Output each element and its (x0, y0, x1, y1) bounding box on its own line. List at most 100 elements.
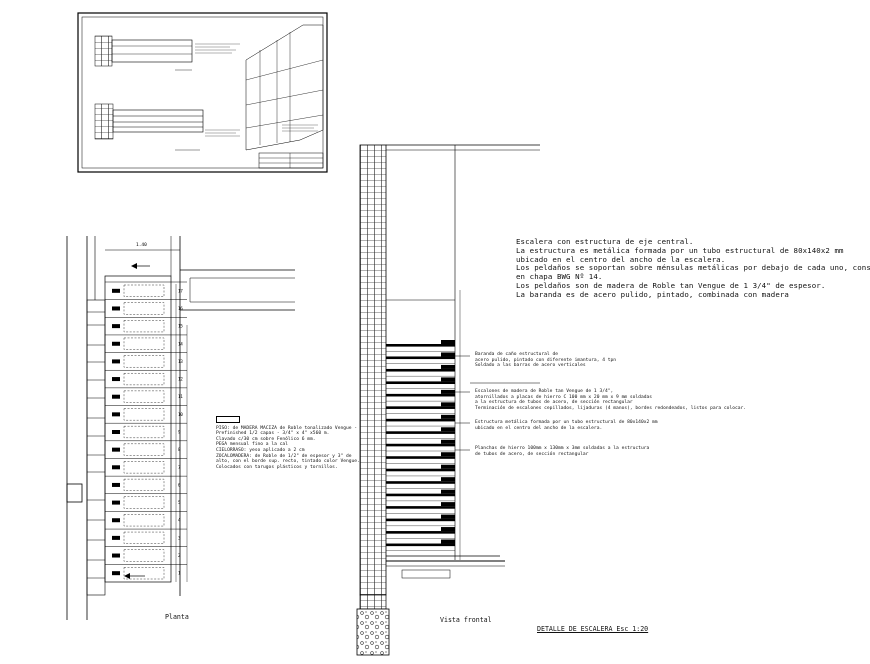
note-line: La baranda es de acero pulido, pintado, … (516, 289, 789, 299)
plan-step-bolt (112, 518, 120, 523)
plan-step-number: 1 (178, 571, 181, 576)
plan-step-number: 2 (178, 553, 181, 558)
section-step-tread (386, 406, 455, 409)
plan-step-number: 7 (178, 465, 181, 470)
legend-line: Prefinished 1/2 capas - 3/4" x 4" x560 m… (216, 431, 330, 437)
callout-baranda: Baranda de caño estructural de acero pul… (475, 352, 616, 369)
legend-line: Clavado c/30 cm sobre Fenólico 6 mm. (216, 436, 316, 442)
section-step-bracket (441, 414, 455, 419)
plan-material-legend: PISO: de MADERA MACIZA de Roble tonaliza… (216, 416, 360, 470)
section-step-bracket (441, 389, 455, 394)
thumbnail-preview (77, 12, 328, 173)
callout-estructura: Estructura metálica formada por un tubo … (475, 420, 658, 431)
legend-line: PISO: de MADERA MACIZA de Roble tonaliza… (216, 425, 358, 431)
plan-step-bracket (123, 443, 165, 456)
section-step-bracket (441, 427, 455, 432)
note-line: La estructura es metálica formada por un… (516, 245, 844, 255)
section-step-tread (386, 344, 455, 347)
section-step-tread (386, 468, 455, 472)
plan-step-number: 16 (178, 306, 183, 311)
plan-step-bolt (112, 377, 120, 382)
section-step-tread (386, 531, 455, 534)
callout-line: Escalones de madera de Roble tan Vengue … (475, 389, 614, 394)
plan-step-bracket (123, 355, 165, 368)
plan-step-number: 3 (178, 535, 181, 540)
section-step-bracket (441, 377, 455, 382)
section-step-bracket (441, 477, 455, 482)
legend-line: Colocados con tarugos plásticos y tornil… (216, 464, 338, 470)
plan-step-number: 12 (178, 377, 183, 382)
note-line: Los peldaños se soportan sobre ménsulas … (516, 263, 870, 273)
plan-caption: Planta (165, 613, 189, 621)
callout-escalones: Escalones de madera de Roble tan Vengue … (475, 389, 746, 411)
section-step-tread (386, 481, 455, 484)
plan-step-number: 4 (178, 518, 181, 523)
plan-step-number: 10 (178, 412, 183, 417)
plan-step-bracket (123, 549, 165, 562)
section-step-tread (386, 456, 455, 459)
callout-line: Baranda de caño estructural de (475, 352, 558, 357)
section-step-tread (386, 443, 455, 447)
callout-line: acero pulido, pintado con diferente iman… (475, 357, 617, 363)
section-step-bracket (441, 452, 455, 457)
front-view-caption: Vista frontal (440, 616, 492, 624)
section-step-bracket (441, 464, 455, 469)
section-step-bracket (441, 489, 455, 494)
plan-step-number: 11 (178, 394, 183, 399)
section-step-tread (386, 393, 455, 397)
callout-line: Soldado a las barras de acero verticales (475, 363, 586, 369)
legend-line: ZOCALOMADERA: de Roble de 1/2" de espeso… (216, 453, 352, 459)
section-step-bracket (441, 402, 455, 407)
plan-step-bracket (123, 567, 165, 580)
legend-line: alto, con el borde sup. recto, tintado c… (216, 459, 360, 465)
plan-step-bracket (123, 302, 165, 315)
plan-step-number: 13 (178, 359, 183, 364)
plan-step-number: 9 (178, 430, 181, 435)
plan-step-bracket (123, 496, 165, 509)
section-step-tread (386, 356, 455, 360)
section-step-tread (386, 543, 455, 547)
section-step-tread (386, 368, 455, 372)
note-line: ubicado en el centro del ancho de la esc… (516, 254, 726, 264)
plan-step-number: 17 (178, 288, 183, 293)
plan-step-bolt (112, 359, 120, 364)
plan-step-bracket (123, 461, 165, 474)
plan-step-bolt (112, 288, 120, 293)
plan-step-number: 6 (178, 482, 181, 487)
section-step-tread (386, 381, 455, 385)
plan-step-number: 8 (178, 447, 181, 452)
section-step-tread (386, 518, 455, 522)
section-step-tread (386, 431, 455, 434)
svg-text:1.40: 1.40 (136, 242, 147, 248)
callout-planchas: Planchas de hierro 100mm x 130mm x 3mm s… (475, 446, 649, 457)
plan-step-bolt (112, 482, 120, 487)
plan-step-bracket (123, 408, 165, 421)
section-step-bracket (441, 439, 455, 444)
note-line: Los peldaños son de madera de Roble tan … (516, 280, 826, 290)
section-step-tread (386, 506, 455, 509)
plan-step-bracket (123, 320, 165, 333)
plan-step-bolt (112, 341, 120, 346)
callout-line: Terminación de escalones cepillados, lij… (475, 405, 747, 411)
plan-step-bolt (112, 324, 120, 329)
callout-line: Estructura metálica formada por un tubo … (475, 420, 658, 425)
plan-step-number: 14 (178, 341, 183, 346)
section-step-bracket (441, 514, 455, 519)
section-step-bracket (441, 527, 455, 532)
main-specification-note: Escalera con estructura de eje central. … (516, 237, 870, 300)
detail-title: DETALLE DE ESCALERA Esc 1:20 (537, 625, 649, 633)
section-step-bracket (441, 340, 455, 344)
section-step-tread (386, 493, 455, 497)
legend-header-box (216, 416, 240, 423)
note-line: en chapa BWG Nº 14. (516, 272, 603, 282)
plan-step-bolt (112, 535, 120, 540)
legend-line: PEGA mensual fino a la cal (216, 442, 288, 448)
plan-step-bracket (123, 478, 165, 491)
plan-step-bracket (123, 284, 165, 297)
plan-step-bolt (112, 500, 120, 505)
callout-line: a la estructura de tubos de acero, de se… (475, 400, 633, 406)
callout-line: Planchas de hierro 100mm x 130mm x 3mm s… (475, 446, 650, 451)
plan-step-number: 15 (178, 324, 183, 329)
plan-step-bracket (123, 531, 165, 544)
